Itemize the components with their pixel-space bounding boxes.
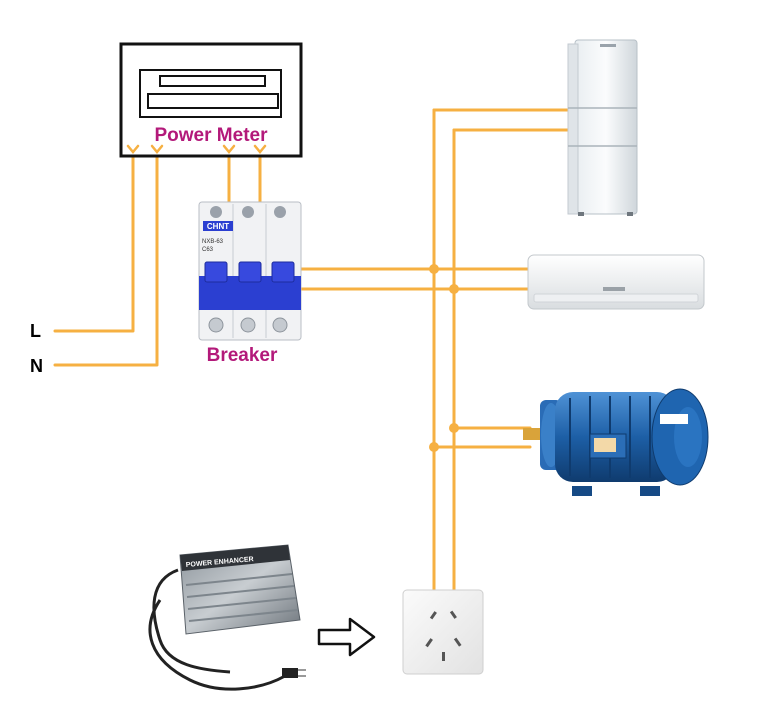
breaker-screw-icon — [210, 206, 222, 218]
motor-icon — [523, 388, 709, 496]
refrigerator-icon — [567, 39, 638, 216]
meter-terminal — [126, 144, 140, 154]
arrow-right-icon — [317, 617, 376, 657]
breaker-screw-icon — [272, 317, 288, 333]
breaker-brand-tag — [203, 221, 233, 231]
breaker-screw-icon — [274, 206, 286, 218]
breaker-label: Breaker — [207, 345, 278, 366]
breaker-toggle — [238, 261, 262, 283]
wire-l-input — [53, 150, 135, 333]
breaker-rating: C63 — [202, 247, 214, 253]
breaker: CHNT NXB-63 C63 — [198, 201, 302, 341]
breaker-screw-icon — [240, 317, 256, 333]
meter-terminal — [253, 144, 267, 154]
air-conditioner-icon — [527, 254, 705, 310]
junction-dot — [429, 442, 439, 452]
wall-socket-icon — [402, 589, 484, 675]
meter-display-bar-bottom — [147, 93, 279, 109]
junctions — [429, 264, 459, 452]
line-label: L — [30, 321, 41, 341]
junction-dot — [429, 264, 439, 274]
meter-display-bar-top — [159, 75, 266, 87]
meter-terminal — [150, 144, 164, 154]
wires — [53, 108, 572, 600]
breaker-screw-icon — [208, 317, 224, 333]
junction-dot — [449, 423, 459, 433]
meter-label: Power Meter — [155, 125, 269, 146]
breaker-brand: CHNT — [207, 222, 229, 231]
breaker-toggle — [271, 261, 295, 283]
breaker-model: NXB-63 — [202, 239, 224, 245]
neutral-label: N — [30, 356, 43, 376]
junction-dot — [449, 284, 459, 294]
wire-n-input — [53, 150, 159, 367]
meter-terminal — [222, 144, 236, 154]
power-enhancer-icon: POWER ENHANCER — [148, 544, 306, 691]
breaker-toggle — [204, 261, 228, 283]
breaker-screw-icon — [242, 206, 254, 218]
power-meter: Power Meter — [119, 42, 303, 158]
